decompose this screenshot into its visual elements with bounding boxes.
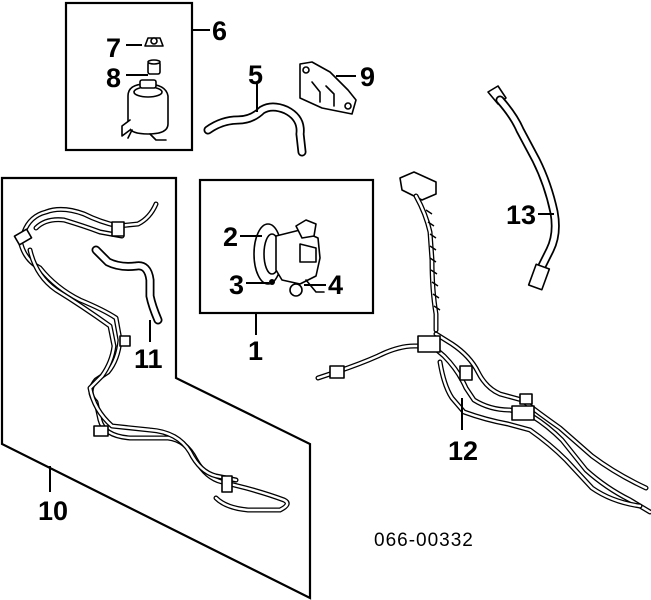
callout-3: 3	[229, 270, 244, 300]
hose-5: 5	[203, 60, 307, 157]
hose-13: 13	[487, 85, 560, 291]
callout-13: 13	[506, 200, 536, 230]
bracket-9: 9	[299, 61, 375, 115]
pump-group-frame	[198, 178, 375, 315]
callout-6: 6	[212, 16, 227, 46]
callout-2: 2	[223, 222, 238, 252]
callout-10: 10	[38, 496, 68, 526]
callout-4: 4	[328, 270, 343, 300]
bracket-icon	[399, 171, 437, 201]
callout-7: 7	[106, 33, 121, 63]
reservoir-icon	[121, 79, 169, 141]
callout-8: 8	[106, 63, 121, 93]
pump-icon	[253, 219, 325, 297]
fitting-icon	[13, 228, 33, 246]
reservoir-group: 7 8 6	[64, 1, 227, 152]
pipe-assembly-group: 10	[0, 176, 312, 600]
strainer-icon	[147, 59, 161, 75]
callout-12: 12	[448, 436, 478, 466]
callout-11: 11	[134, 344, 163, 374]
pipe-assembly-frame	[0, 176, 312, 600]
callout-9: 9	[360, 62, 375, 92]
callout-1: 1	[248, 336, 263, 366]
line-assembly-12: 12	[315, 171, 651, 515]
diagram-reference-code: 066-00332	[374, 530, 474, 551]
pump-group: 2 3 4 1	[198, 178, 375, 366]
hose-11: 11	[91, 245, 163, 374]
reservoir-group-frame	[64, 1, 194, 152]
reservoir-cap-icon	[144, 37, 164, 47]
callout-5: 5	[248, 60, 263, 90]
